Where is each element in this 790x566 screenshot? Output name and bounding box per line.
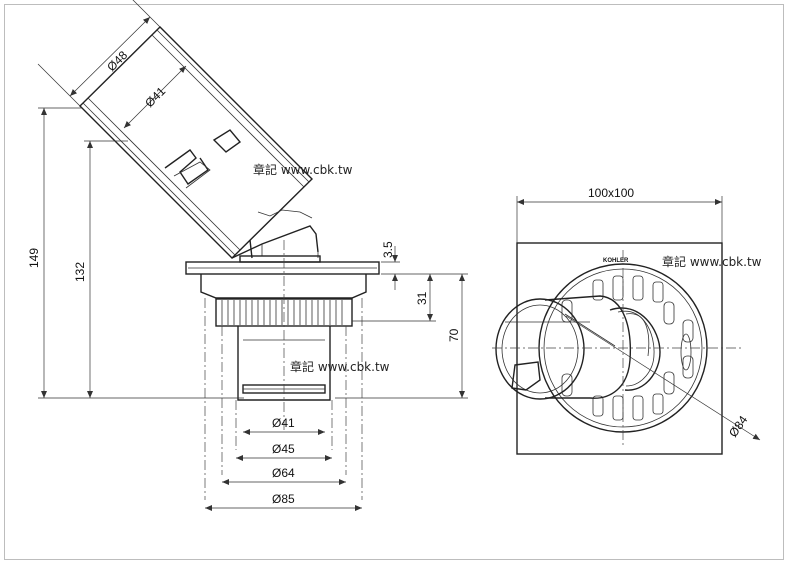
brand-label: KOHLER (603, 258, 629, 264)
watermark-top-left: 章記 www.cbk.tw (253, 162, 353, 177)
pipe-dimensions (37, 0, 187, 129)
grate-slots (561, 275, 694, 421)
outlet-inner-dia-label: Ø41 (272, 416, 295, 430)
flange-plate (185, 255, 380, 275)
inner-height-label: 132 (73, 262, 87, 282)
left-dimensions (38, 107, 244, 399)
total-height-label: 149 (27, 248, 41, 268)
bottom-dimensions (205, 429, 362, 511)
grate-dia-label: Ø84 (726, 413, 751, 440)
drawing-frame (4, 4, 784, 560)
outlet-outer-dia-label: Ø45 (272, 442, 295, 456)
drain-depth-label: 70 (447, 328, 461, 342)
watermark-top-right: 章記 www.cbk.tw (662, 254, 762, 269)
pipe-end-view (495, 295, 632, 400)
base-dia-label: Ø85 (272, 492, 295, 506)
watermark-center: 章記 www.cbk.tw (290, 359, 390, 374)
angled-inlet-pipe (79, 26, 319, 259)
top-view: 100x100 Ø84 KOHLER (492, 186, 761, 455)
plate-width-label: 100x100 (588, 186, 634, 200)
square-plate (516, 242, 723, 455)
flange-thickness-label: 3.5 (381, 241, 395, 258)
body-depth-label: 31 (415, 291, 429, 305)
center-stem (609, 307, 661, 391)
body-dia-label: Ø64 (272, 466, 295, 480)
drain-body (200, 240, 367, 500)
right-dimensions (335, 246, 468, 399)
pipe-outer-dia-label: Ø48 (104, 48, 130, 74)
side-view: Ø48 Ø41 149 132 3.5 31 70 Ø41 Ø45 Ø64 Ø8… (27, 0, 468, 511)
